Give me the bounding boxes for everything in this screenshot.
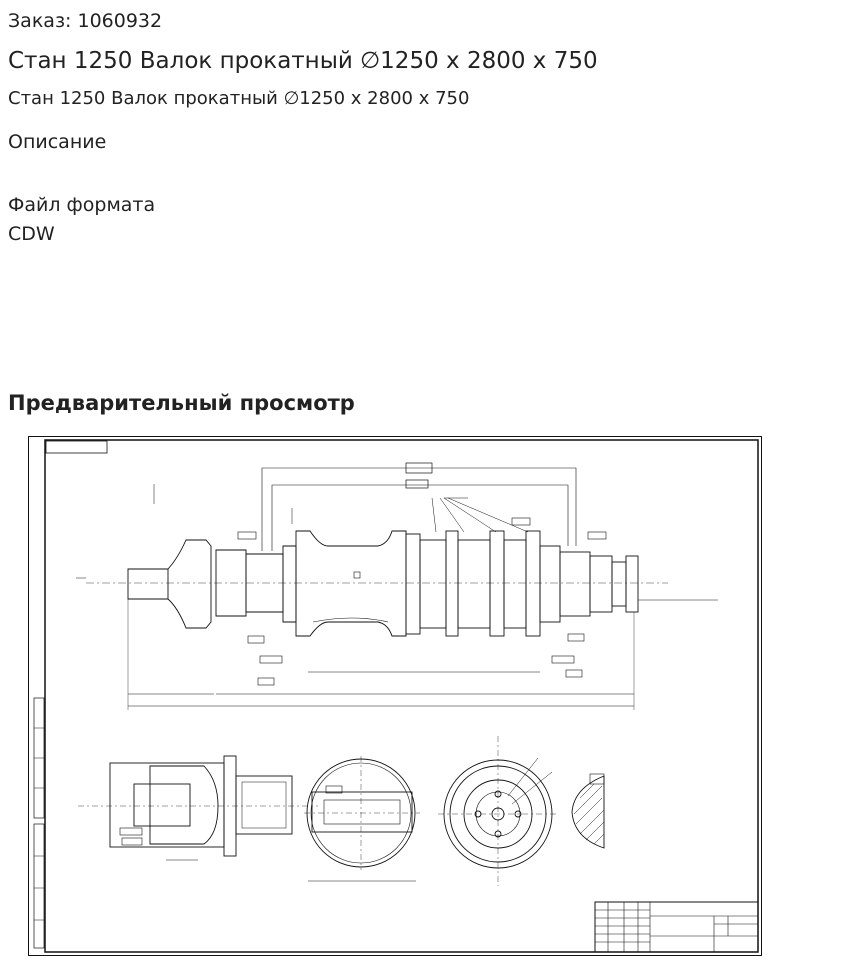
file-format-label: Файл формата [8, 194, 156, 216]
main-roll-view [76, 462, 718, 710]
title-block [594, 901, 759, 953]
sheet-frame [28, 436, 762, 956]
drawing-preview-image[interactable] [28, 436, 762, 956]
section-view-middle [304, 756, 420, 882]
order-number: Заказ: 1060932 [8, 10, 163, 32]
description-label: Описание [8, 131, 107, 153]
product-title: Стан 1250 Валок прокатный ∅1250 x 2800 x… [8, 48, 598, 74]
preview-heading: Предварительный просмотр [8, 391, 355, 415]
detail-view-hatched [571, 773, 605, 849]
section-view-right [438, 736, 558, 886]
file-format-value: CDW [8, 223, 55, 245]
product-subtitle: Стан 1250 Валок прокатный ∅1250 x 2800 x… [8, 88, 470, 109]
section-view-left [78, 755, 318, 861]
